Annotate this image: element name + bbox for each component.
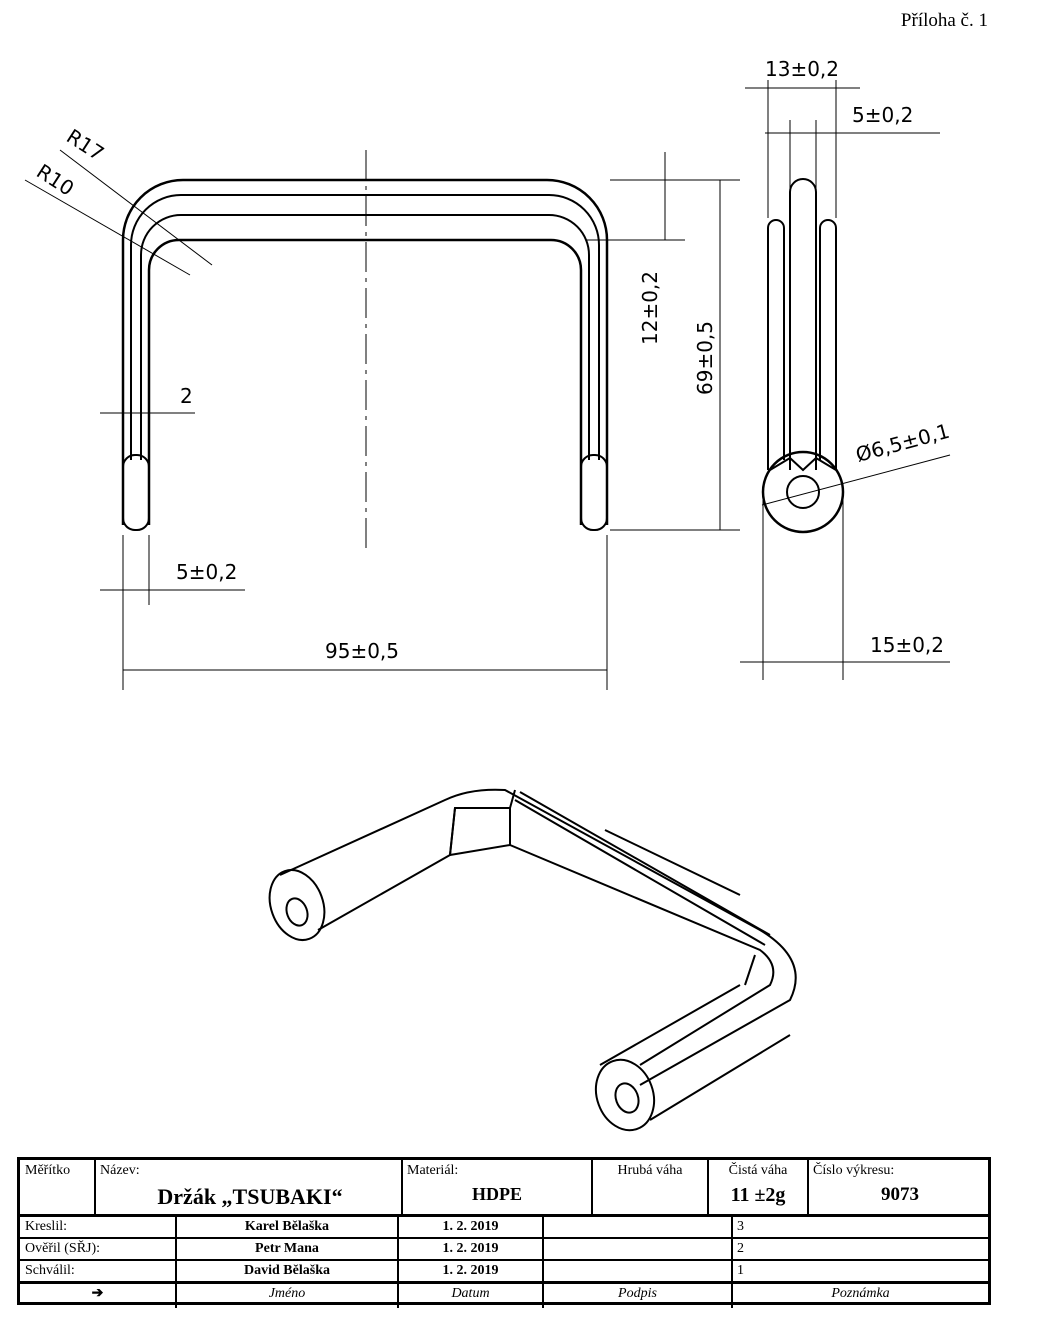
dim-pin-width: 5±0,2 — [852, 103, 913, 127]
dim-wall: 2 — [180, 384, 193, 408]
technical-drawing: 95±0,5 5±0,2 2 12±0,2 69±0,5 R17 R10 13±… — [24, 57, 952, 1132]
role: Kreslil: — [25, 1219, 67, 1234]
dim-overall-width: 95±0,5 — [325, 639, 399, 663]
side-view: 13±0,2 5±0,2 Ø6,5±0,1 15±0,2 — [740, 57, 952, 680]
date: 1. 2. 2019 — [442, 1263, 499, 1278]
footer-row: ➔ Jméno Datum Podpis Poznámka — [20, 1284, 988, 1304]
dim-hole-diameter: Ø6,5±0,1 — [853, 419, 952, 467]
material-value: HDPE — [471, 1184, 522, 1204]
note: 3 — [737, 1219, 744, 1234]
isometric-view — [268, 788, 797, 1132]
role: Ověřil (SŘJ): — [25, 1241, 101, 1256]
arrow-icon: ➔ — [91, 1286, 104, 1301]
material-label: Materiál: — [407, 1163, 459, 1178]
gross-weight-label: Hrubá váha — [617, 1163, 683, 1178]
scale-label: Měřítko — [25, 1163, 71, 1178]
date: 1. 2. 2019 — [442, 1241, 499, 1256]
footer-note: Poznámka — [831, 1286, 890, 1301]
part-name: Držák „TSUBAKI“ — [157, 1184, 343, 1209]
date: 1. 2. 2019 — [442, 1219, 499, 1234]
net-weight-value: 11 ±2g — [730, 1184, 786, 1206]
approval-row: Kreslil: Karel Bělaška 1. 2. 2019 3 — [20, 1217, 988, 1237]
footer-date: Datum — [451, 1286, 490, 1301]
drawing-number-label: Číslo výkresu: — [813, 1163, 895, 1178]
annex-label: Příloha č. 1 — [900, 10, 988, 31]
front-view: 95±0,5 5±0,2 2 12±0,2 69±0,5 R17 R10 — [24, 124, 740, 690]
role: Schválil: — [25, 1263, 75, 1278]
person-name: David Bělaška — [244, 1263, 330, 1278]
note: 1 — [737, 1263, 744, 1278]
footer-name: Jméno — [268, 1286, 306, 1301]
title-block: Měřítko Název: Držák „TSUBAKI“ Materiál:… — [17, 1157, 991, 1308]
dim-bar-height: 12±0,2 — [638, 271, 662, 345]
note: 2 — [737, 1241, 744, 1256]
dim-r10: R10 — [32, 159, 78, 201]
dim-leg-width: 5±0,2 — [176, 560, 237, 584]
drawing-number-value: 9073 — [881, 1184, 919, 1205]
dim-overall-height: 69±0,5 — [693, 321, 717, 395]
dim-side-width: 13±0,2 — [765, 57, 839, 81]
person-name: Petr Mana — [255, 1241, 319, 1256]
dim-eye-width: 15±0,2 — [870, 633, 944, 657]
approval-row: Ověřil (SŘJ): Petr Mana 1. 2. 2019 2 — [20, 1239, 988, 1259]
dim-r17: R17 — [62, 124, 108, 166]
approval-row: Schválil: David Bělaška 1. 2. 2019 1 — [20, 1261, 988, 1281]
name-label: Název: — [100, 1163, 140, 1178]
person-name: Karel Bělaška — [244, 1219, 330, 1234]
net-weight-label: Čistá váha — [728, 1163, 788, 1178]
footer-signature: Podpis — [618, 1286, 657, 1301]
